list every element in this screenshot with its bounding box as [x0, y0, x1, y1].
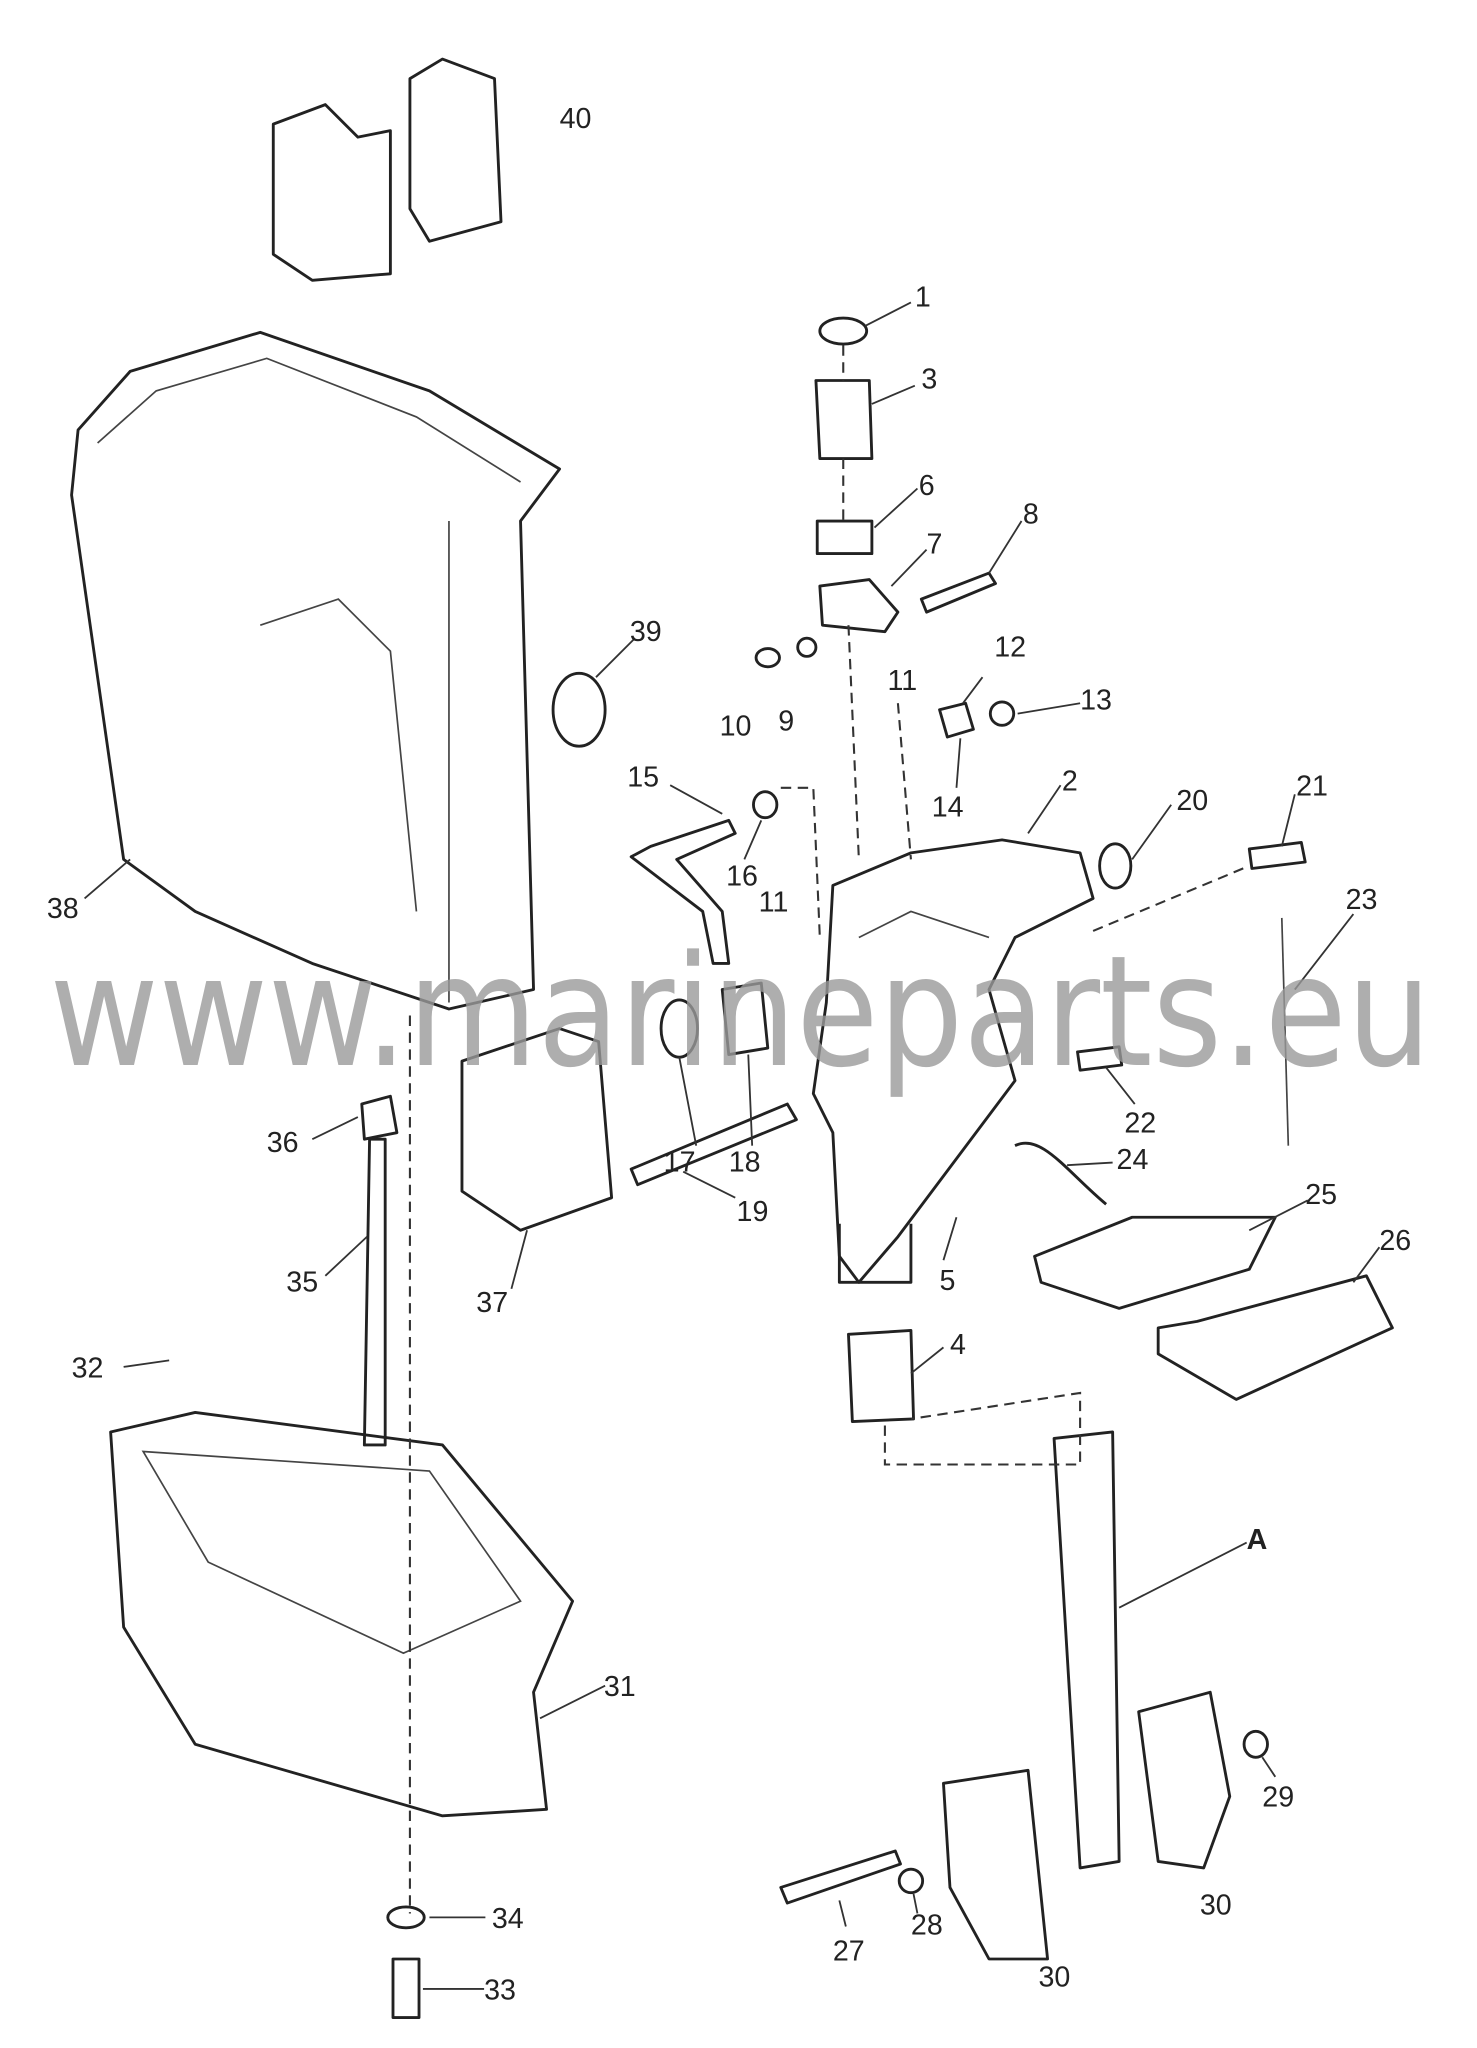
- callout-30: 30: [1200, 1890, 1232, 1922]
- callout-39: 39: [630, 616, 662, 648]
- callout-34: 34: [492, 1903, 524, 1935]
- callout-40: 40: [560, 103, 592, 135]
- callout-4: 4: [950, 1329, 966, 1361]
- part-33: [391, 1957, 421, 2019]
- callout-11: 11: [759, 886, 789, 918]
- callout-7: 7: [927, 529, 943, 561]
- part-15: [629, 818, 737, 965]
- part-36: [360, 1094, 399, 1141]
- part-29: [1242, 1729, 1269, 1759]
- callout-24: 24: [1117, 1144, 1149, 1176]
- callout-37: 37: [476, 1287, 508, 1319]
- callout-22: 22: [1124, 1108, 1156, 1140]
- callout-18: 18: [729, 1147, 761, 1179]
- part-30-right: [1137, 1690, 1232, 1870]
- part-19: [629, 1102, 798, 1187]
- part-23: [1280, 917, 1290, 1146]
- part-35: [362, 1137, 387, 1447]
- callout-10: 10: [720, 711, 752, 743]
- part-40-covers: [271, 57, 503, 282]
- part-10: [754, 647, 781, 669]
- part-31-lower-housing: [109, 1411, 575, 1818]
- part-22: [1076, 1045, 1124, 1072]
- part-7: [818, 578, 900, 634]
- callout-28: 28: [911, 1909, 943, 1941]
- callout-26: 26: [1379, 1225, 1411, 1257]
- callout-12: 12: [994, 631, 1026, 663]
- callout-14: 14: [932, 791, 964, 823]
- part-9: [796, 636, 818, 658]
- watermark: www.marineparts.eu: [49, 923, 1431, 1102]
- callout-5: 5: [940, 1265, 956, 1297]
- callout-29: 29: [1262, 1782, 1294, 1814]
- callout-13: 13: [1080, 685, 1112, 717]
- callout-1: 1: [915, 281, 931, 313]
- part-4: [847, 1329, 915, 1423]
- leader-lines: [83, 301, 1381, 1990]
- callout-30: 30: [1038, 1961, 1070, 1993]
- callout-11: 11: [888, 665, 918, 697]
- part-24: [1014, 1141, 1108, 1206]
- part-shapes: [70, 57, 1394, 2019]
- callout-9: 9: [778, 706, 794, 738]
- callout-17: 17: [664, 1147, 696, 1179]
- part-18: [720, 981, 770, 1057]
- part-38-upper-housing: [70, 330, 561, 1011]
- part-39: [551, 671, 607, 748]
- callout-36: 36: [267, 1127, 299, 1159]
- callout-32: 32: [72, 1352, 104, 1384]
- callout-23: 23: [1346, 884, 1378, 916]
- part-25: [1033, 1215, 1277, 1310]
- part-3: [814, 379, 874, 461]
- callout-21: 21: [1296, 771, 1328, 803]
- part-28: [897, 1867, 925, 1895]
- part-8: [919, 571, 997, 614]
- part-34: [386, 1905, 426, 1930]
- callout-35: 35: [286, 1266, 318, 1298]
- part-37: [460, 1027, 614, 1232]
- part-1: [818, 316, 869, 346]
- callout-6: 6: [919, 470, 935, 502]
- callout-33: 33: [484, 1974, 516, 2006]
- callout-2: 2: [1062, 765, 1078, 797]
- part-16: [752, 790, 779, 820]
- callout-15: 15: [627, 762, 659, 794]
- callout-20: 20: [1176, 785, 1208, 817]
- callout-31: 31: [604, 1671, 636, 1703]
- callout-A: A: [1247, 1524, 1268, 1556]
- part-30-left: [942, 1768, 1049, 1961]
- callout-16: 16: [726, 860, 758, 892]
- callout-38: 38: [47, 893, 79, 925]
- part-14: [938, 701, 975, 739]
- part-A-column: [1052, 1430, 1121, 1870]
- part-27: [779, 1849, 902, 1905]
- part-26: [1156, 1274, 1394, 1401]
- dashed-assembly-lines: [408, 345, 1250, 1914]
- callout-25: 25: [1305, 1179, 1337, 1211]
- part-21: [1247, 841, 1307, 870]
- part-13: [988, 700, 1016, 727]
- part-2-swivel-bracket: [811, 838, 1095, 1284]
- callout-3: 3: [921, 363, 937, 395]
- part-20: [1098, 842, 1133, 890]
- part-6: [815, 519, 874, 556]
- callout-8: 8: [1023, 499, 1039, 531]
- callout-19: 19: [737, 1196, 769, 1228]
- callout-27: 27: [833, 1935, 865, 1967]
